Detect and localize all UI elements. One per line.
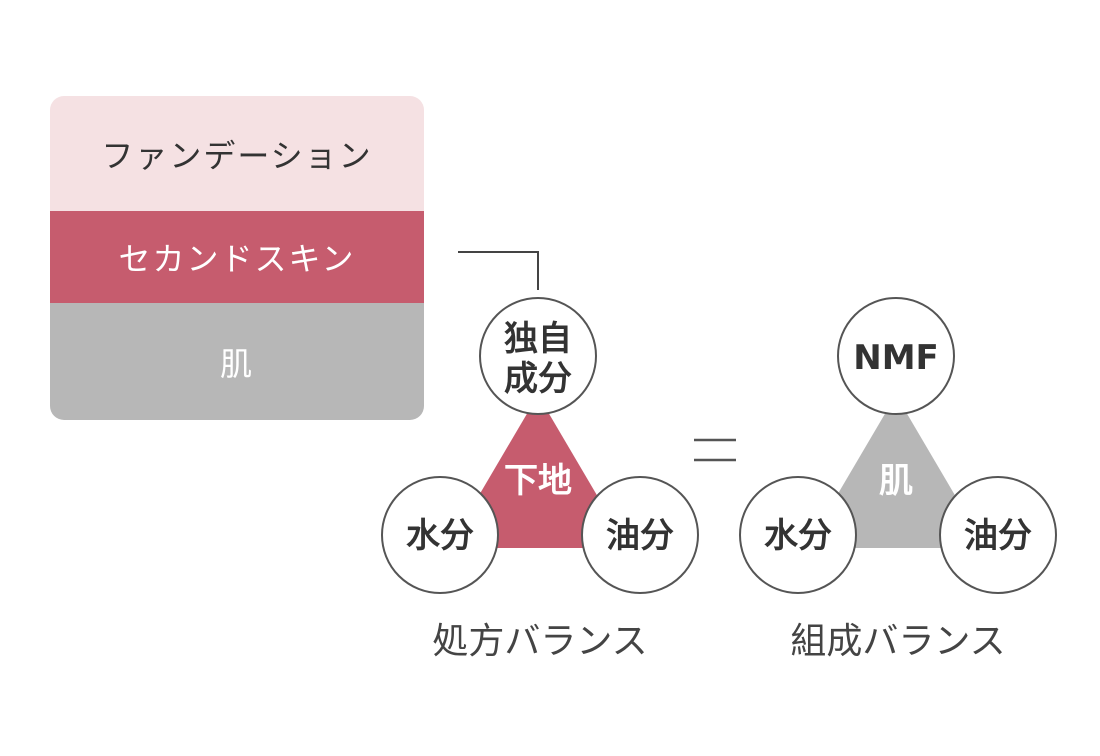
skin-layer: 肌 — [50, 303, 424, 420]
composition-balance: 肌 NMF 水分 油分 組成バランス — [739, 297, 1057, 662]
base-label: 下地 — [504, 461, 572, 501]
oil-label-left: 油分 — [606, 516, 674, 556]
oil-circle-left — [581, 476, 699, 594]
formulation-balance-caption: 処方バランス — [432, 621, 647, 662]
water-circle-left — [381, 476, 499, 594]
skin-layer-stack: ファンデーション セカンドスキン 肌 — [50, 96, 424, 420]
formulation-balance: 下地 独自 成分 水分 油分 処方バランス — [381, 297, 699, 662]
connector-line — [458, 251, 539, 290]
water-label-right: 水分 — [764, 516, 832, 556]
foundation-layer: ファンデーション — [50, 96, 424, 211]
nmf-circle — [837, 297, 955, 415]
water-circle-right — [739, 476, 857, 594]
second-skin-layer: セカンドスキン — [50, 211, 424, 303]
water-label-left: 水分 — [406, 516, 474, 556]
equals-sign: ＝ — [694, 438, 736, 462]
oil-circle-right — [939, 476, 1057, 594]
skin-label: 肌 — [879, 461, 913, 501]
oil-label-right: 油分 — [964, 516, 1032, 556]
unique-ingredient-label-line1: 独自 — [504, 319, 572, 359]
nmf-label: NMF — [853, 338, 939, 378]
unique-ingredient-label-line2: 成分 — [504, 359, 572, 399]
composition-balance-caption: 組成バランス — [790, 621, 1005, 662]
unique-ingredient-circle — [479, 297, 597, 415]
